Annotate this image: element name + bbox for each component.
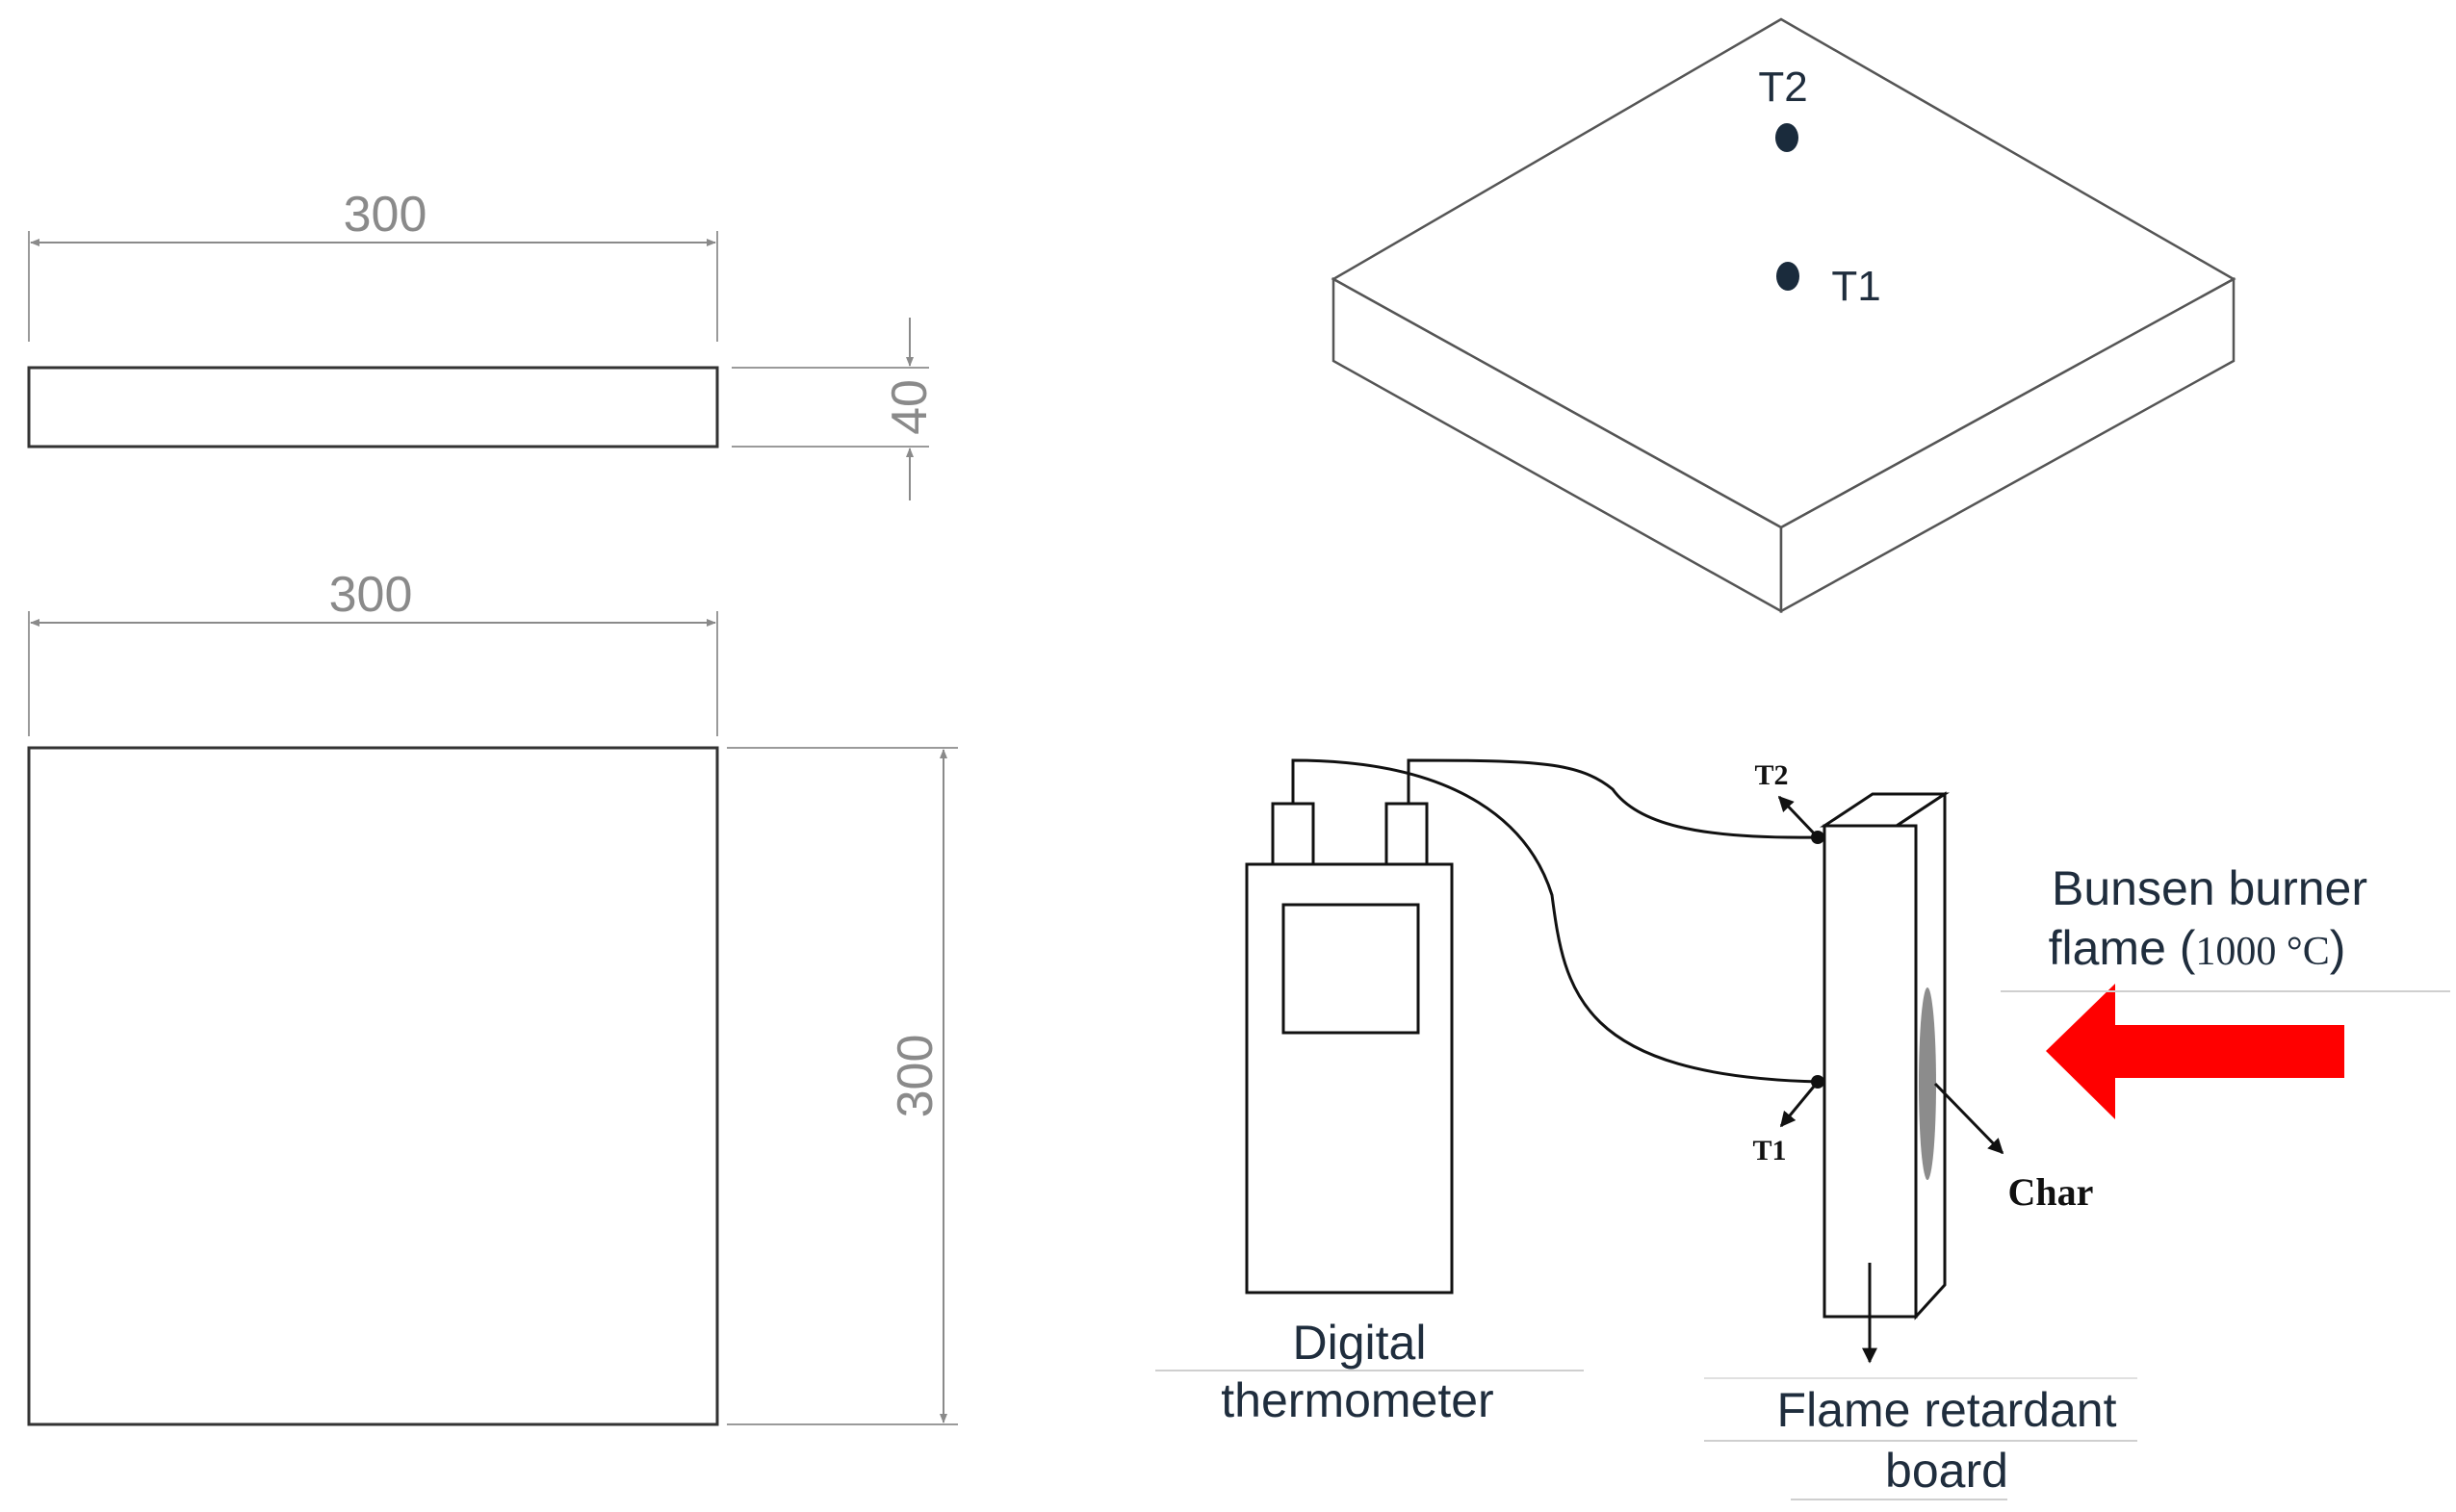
iso-point-t2 — [1775, 123, 1798, 152]
burner-close-paren: ) — [2330, 921, 2346, 975]
top-view-board — [27, 746, 719, 1426]
flame-arrow — [2046, 984, 2344, 1119]
side-view-board — [27, 366, 719, 448]
test-setup: T2 T1 Char Bunsen burner flame (1000 °C)… — [1155, 758, 2450, 1500]
burner-label-line1: Bunsen burner — [2052, 861, 2367, 915]
burner-temperature: 1000 °C — [2195, 930, 2329, 974]
side-view-drawing: 300 40 — [27, 187, 938, 500]
burner-label-line2: flame (1000 °C) — [2049, 921, 2346, 975]
wire-to-t1 — [1291, 758, 1821, 1084]
char-spot — [1919, 987, 1936, 1180]
board-label-line1: Flame retardant — [1777, 1383, 2117, 1437]
top-view-drawing: 300 300 — [27, 567, 958, 1426]
iso-label-t2: T2 — [1758, 64, 1807, 111]
probe-label-t2: T2 — [1754, 759, 1788, 791]
thermometer-connector-left — [1271, 802, 1315, 866]
burner-flame-text: flame ( — [2049, 921, 2196, 975]
iso-label-t1: T1 — [1831, 263, 1880, 310]
board-label-line2: board — [1885, 1444, 2008, 1498]
isometric-board: T2 T1 — [1331, 17, 2236, 614]
iso-right-face — [1779, 276, 2236, 614]
thermometer-label-line2: thermometer — [1221, 1373, 1493, 1427]
thermometer-label-line1: Digital — [1293, 1316, 1427, 1370]
char-label: Char — [2008, 1170, 2094, 1214]
side-width-label: 300 — [344, 187, 427, 243]
thermometer-connector-right — [1384, 802, 1429, 866]
top-width-label: 300 — [329, 567, 413, 623]
iso-point-t1 — [1776, 262, 1799, 291]
probe-label-t1: T1 — [1752, 1135, 1786, 1166]
top-height-label: 300 — [888, 1035, 944, 1118]
side-thickness-label: 40 — [882, 379, 938, 435]
wire-to-t2 — [1407, 758, 1821, 839]
board-front-face — [1823, 824, 1918, 1319]
thermometer-display — [1281, 903, 1420, 1035]
